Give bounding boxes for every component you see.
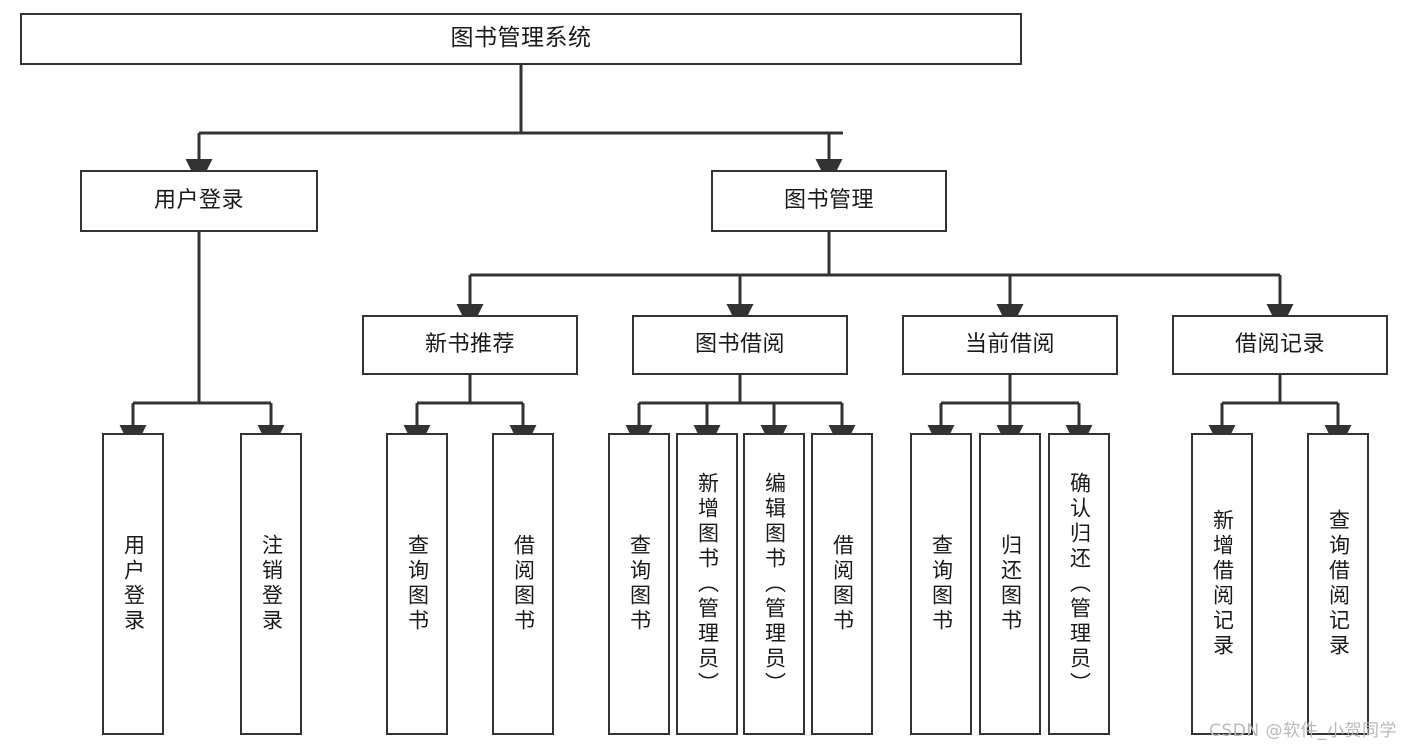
node-label: 借阅图书 [830, 534, 855, 634]
node-leaf-user-login[interactable]: 用户登录 [102, 433, 164, 735]
node-book-borrow[interactable]: 图书借阅 [632, 315, 848, 375]
node-label: 归还图书 [998, 534, 1023, 634]
node-label: 借阅记录 [1234, 332, 1325, 358]
node-label: 新书推荐 [424, 332, 515, 358]
node-leaf-query-book-current[interactable]: 查询图书 [910, 433, 972, 735]
node-label: 借阅图书 [511, 534, 536, 634]
node-label: 用户登录 [121, 534, 146, 634]
node-label: 查询图书 [627, 534, 652, 634]
node-current-borrow[interactable]: 当前借阅 [902, 315, 1118, 375]
node-new-book-recommend[interactable]: 新书推荐 [362, 315, 578, 375]
node-leaf-return-book[interactable]: 归还图书 [979, 433, 1041, 735]
watermark-text: CSDN @软件_小贺同学 [1209, 721, 1397, 741]
node-label: 图书借阅 [694, 332, 785, 358]
node-user-login[interactable]: 用户登录 [80, 170, 318, 232]
node-label: 查询借阅记录 [1326, 509, 1351, 659]
node-leaf-query-borrow-record[interactable]: 查询借阅记录 [1307, 433, 1369, 735]
node-leaf-confirm-return-admin[interactable]: 确认归还（管理员） [1048, 433, 1110, 735]
node-label: 编辑图书（管理员） [762, 471, 787, 697]
node-root-system[interactable]: 图书管理系统 [20, 13, 1022, 65]
node-label: 确认归还（管理员） [1067, 471, 1092, 697]
node-label: 图书管理系统 [450, 25, 592, 52]
node-label: 注销登录 [259, 534, 284, 634]
node-leaf-query-book-borrow[interactable]: 查询图书 [608, 433, 670, 735]
node-label: 新增借阅记录 [1210, 509, 1235, 659]
node-leaf-borrow-book-recommend[interactable]: 借阅图书 [492, 433, 554, 735]
node-label: 查询图书 [405, 534, 430, 634]
node-label: 查询图书 [929, 534, 954, 634]
node-leaf-query-book-recommend[interactable]: 查询图书 [386, 433, 448, 735]
node-book-management[interactable]: 图书管理 [711, 170, 947, 232]
node-leaf-add-borrow-record[interactable]: 新增借阅记录 [1191, 433, 1253, 735]
node-borrow-record[interactable]: 借阅记录 [1172, 315, 1388, 375]
node-label: 用户登录 [153, 188, 244, 214]
node-leaf-add-book-admin[interactable]: 新增图书（管理员） [676, 433, 738, 735]
node-label: 新增图书（管理员） [695, 471, 720, 697]
node-leaf-logout[interactable]: 注销登录 [240, 433, 302, 735]
node-leaf-borrow-book[interactable]: 借阅图书 [811, 433, 873, 735]
node-label: 图书管理 [783, 188, 874, 214]
node-leaf-edit-book-admin[interactable]: 编辑图书（管理员） [743, 433, 805, 735]
node-label: 当前借阅 [964, 332, 1055, 358]
